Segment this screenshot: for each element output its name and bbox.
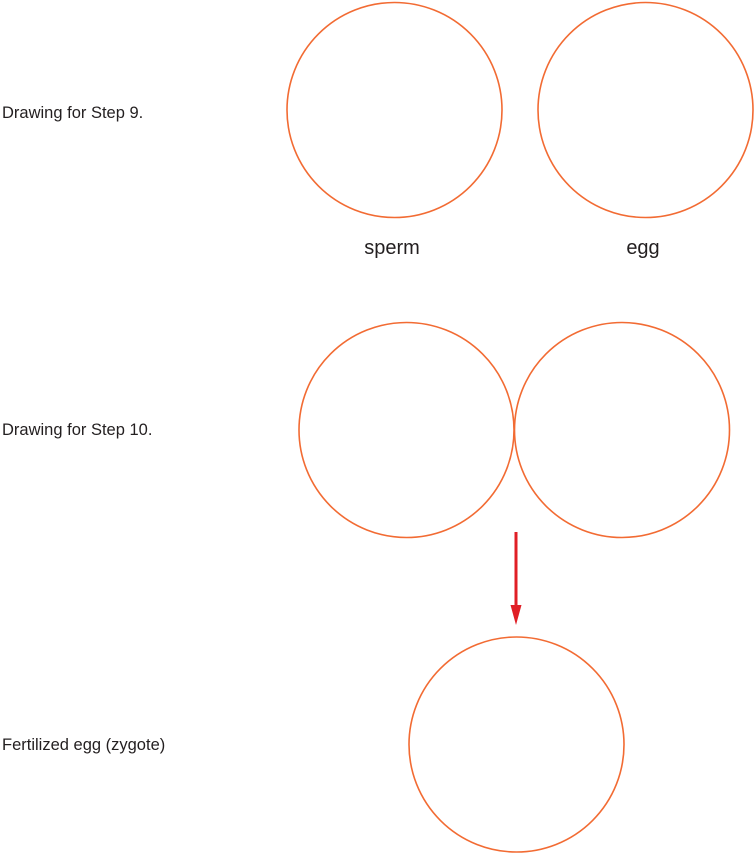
step10-left-circle[interactable] [298,321,515,539]
zygote-drawing-circle[interactable] [408,636,625,853]
down-arrow-icon [510,532,522,625]
step10-right-circle[interactable] [513,321,731,539]
egg-label: egg [626,237,660,259]
zygote-label: Fertilized egg (zygote) [2,736,166,754]
sperm-label: sperm [364,237,420,259]
step9-label: Drawing for Step 9. [2,104,144,122]
egg-drawing-circle[interactable] [537,1,754,219]
sperm-drawing-circle[interactable] [286,1,503,219]
step10-label: Drawing for Step 10. [2,421,153,439]
